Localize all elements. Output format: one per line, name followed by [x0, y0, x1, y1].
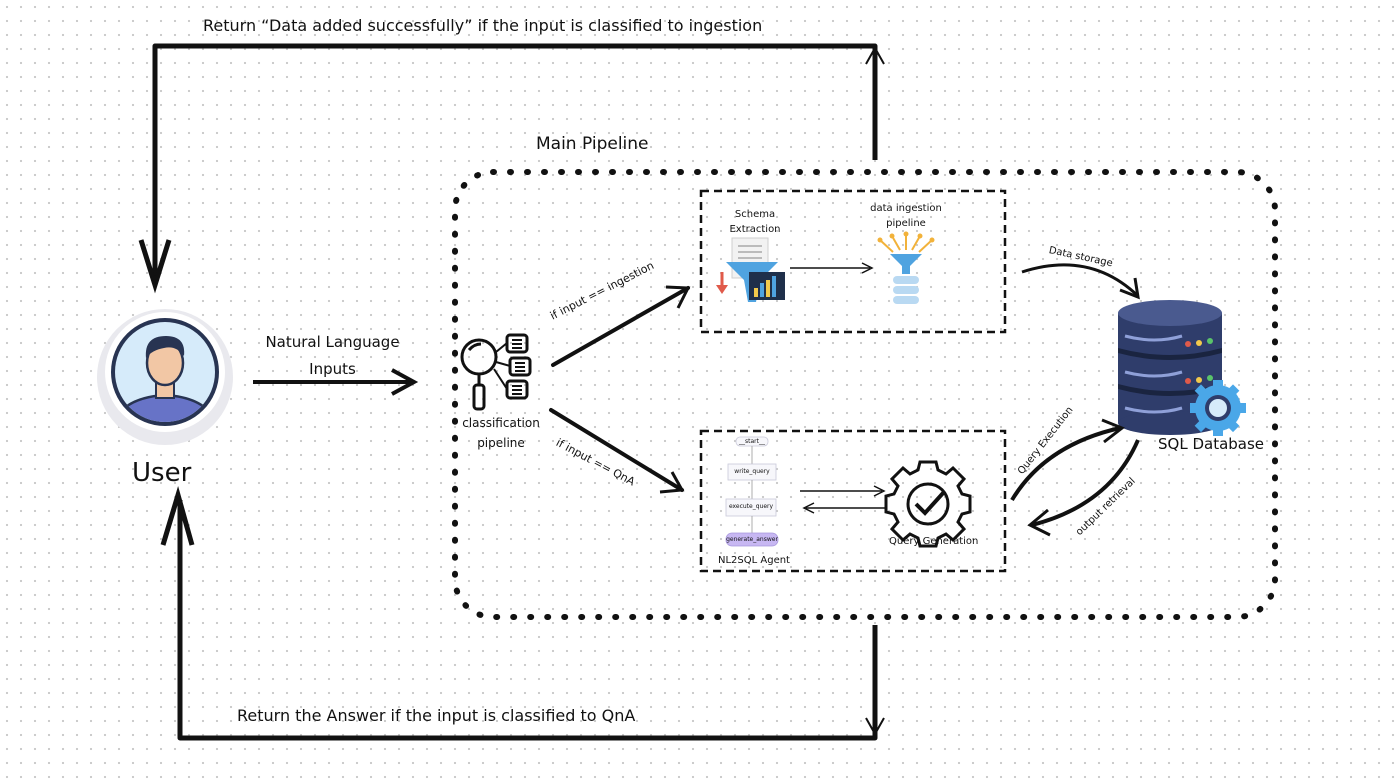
input-label-line1: Natural Language — [265, 333, 400, 351]
classification-label: classification pipeline — [455, 413, 547, 453]
classification-label-line2: pipeline — [477, 436, 525, 450]
qna-branch-arrow — [549, 408, 685, 494]
sql-database-icon — [1118, 300, 1246, 436]
agent-label: NL2SQL Agent — [718, 555, 790, 566]
schema-label-line2: Extraction — [729, 224, 781, 235]
schema-extraction-icon — [716, 237, 785, 302]
bottom-return-label: Return the Answer if the input is classi… — [237, 706, 636, 725]
ingestion-box — [699, 189, 1007, 334]
output-retrieval-arrow — [1027, 439, 1140, 537]
db-label: SQL Database — [1158, 435, 1265, 453]
query-generation-label: Query Generation — [889, 536, 979, 547]
agent-node-start: __start__ — [739, 438, 765, 445]
user-avatar — [97, 309, 233, 445]
main-pipeline-label: Main Pipeline — [536, 134, 649, 154]
input-label: Natural Language Inputs — [255, 329, 410, 383]
ingestion-pipeline-icon — [877, 231, 935, 304]
query-generation-gear-icon — [884, 460, 972, 548]
ingestion-pipeline-label-line2: pipeline — [886, 218, 926, 229]
query-execution-arrow — [1010, 418, 1125, 502]
input-label-line2: Inputs — [309, 360, 356, 378]
main-pipeline-boundary — [452, 169, 1278, 620]
top-return-label: Return “Data added successfully” if the … — [203, 16, 763, 35]
classification-icon — [460, 333, 532, 411]
schema-extraction-label: Schema Extraction — [720, 207, 790, 237]
user-label: User — [132, 458, 192, 488]
top-return-arrow — [138, 43, 885, 294]
ingestion-branch-arrow — [551, 285, 691, 367]
ingestion-pipeline-label-line1: data ingestion — [870, 203, 942, 214]
nl2sql-agent-graph — [725, 436, 779, 547]
agent-node-generate-answer: generate_answer — [726, 536, 778, 543]
ingestion-pipeline-label: data ingestion pipeline — [861, 201, 951, 231]
data-storage-arrow — [1021, 263, 1140, 300]
agent-generation-arrows — [800, 485, 886, 514]
agent-node-write-query: write_query — [734, 468, 770, 475]
classification-label-line1: classification — [462, 416, 540, 430]
schema-label-line1: Schema — [734, 209, 776, 220]
bottom-return-arrow — [160, 486, 885, 741]
agent-node-execute-query: execute_query — [728, 503, 774, 510]
